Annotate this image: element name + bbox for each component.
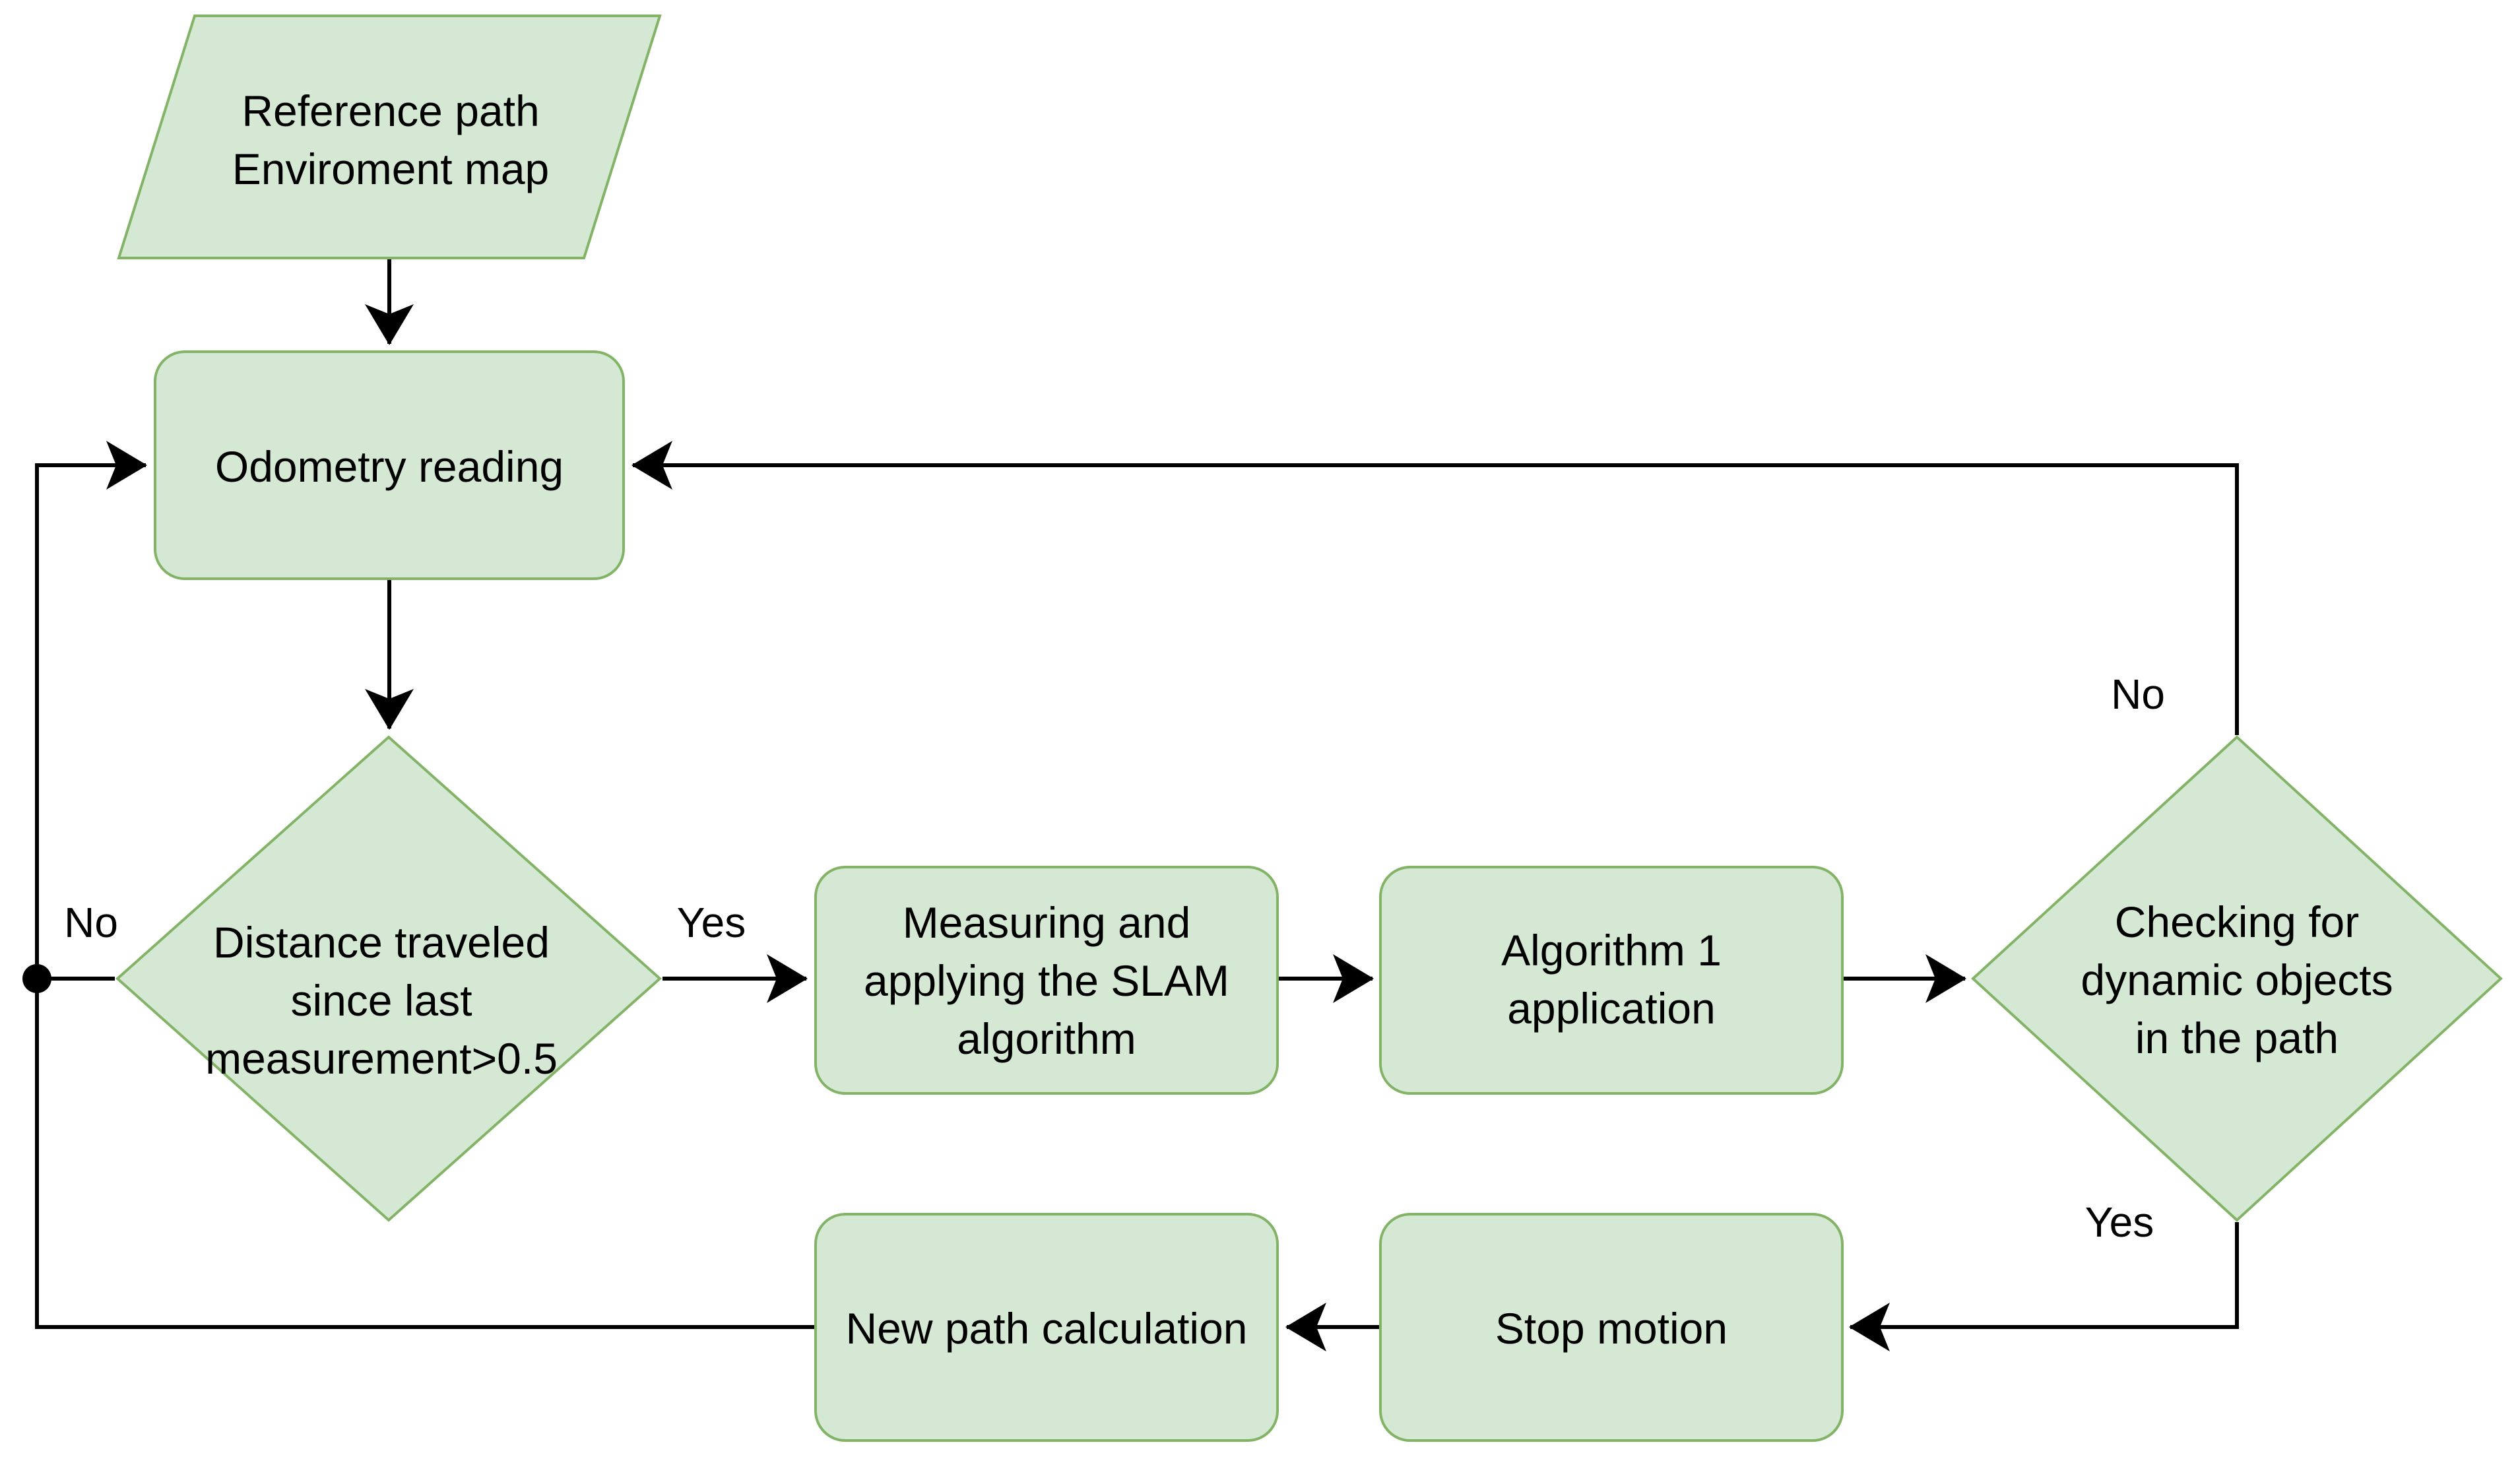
node-new-path: New path calculation [814, 1213, 1279, 1442]
rounded-rect-shape [814, 1213, 1279, 1442]
node-distance-check-line-3: measurement>0.5 [205, 1034, 558, 1083]
edge-label-dynamic-yes: Yes [2085, 1198, 2154, 1246]
edge-label-dynamic-no: No [2111, 670, 2165, 718]
node-slam-line-1: Measuring and [903, 898, 1191, 947]
node-dynamic-check-line-1: Checking for [2115, 897, 2360, 946]
junction-dot [22, 964, 51, 993]
node-input-line-2: Enviroment map [232, 145, 550, 193]
node-stop-motion: Stop motion [1379, 1213, 1844, 1442]
node-distance-check-line-2: since last [290, 976, 472, 1025]
node-input-line-1: Reference path [242, 86, 539, 135]
parallelogram-shape [117, 15, 662, 259]
diamond-shape [1971, 735, 2503, 1222]
node-dynamic-check-line-3: in the path [2135, 1014, 2339, 1062]
diamond-shape [115, 735, 662, 1222]
rounded-rect-shape [1379, 866, 1844, 1095]
edge-dynamic-yes-to-stop-motion [1849, 1222, 2239, 1351]
edge-label-distance-yes: Yes [677, 899, 746, 946]
node-slam-line-3: algorithm [957, 1014, 1136, 1063]
node-stop-motion-line-1: Stop motion [1495, 1304, 1728, 1353]
rounded-rect-shape [1379, 1213, 1844, 1442]
node-dynamic-check: Checking for dynamic objects in the path [1971, 735, 2503, 1222]
rounded-rect-shape [154, 350, 625, 580]
edge-label-layer: No Yes No Yes [64, 670, 2165, 1246]
node-odometry-line-1: Odometry reading [215, 442, 564, 491]
edge-dynamic-no-to-odometry [631, 441, 2239, 735]
node-distance-check-line-1: Distance traveled [213, 918, 550, 967]
node-algorithm1: Algorithm 1 application [1379, 866, 1844, 1095]
node-odometry: Odometry reading [154, 350, 625, 580]
node-algorithm1-line-2: application [1507, 984, 1716, 1033]
node-algorithm1-line-1: Algorithm 1 [1501, 926, 1722, 975]
node-slam: Measuring and applying the SLAM algorith… [814, 866, 1279, 1095]
edge-layer [22, 259, 2239, 1351]
rounded-rect-shape [814, 866, 1279, 1095]
node-new-path-line-1: New path calculation [845, 1304, 1247, 1353]
node-dynamic-check-line-2: dynamic objects [2081, 956, 2393, 1004]
node-input: Reference path Enviroment map [117, 15, 662, 259]
node-distance-check: Distance traveled since last measurement… [115, 735, 662, 1222]
node-slam-line-2: applying the SLAM [864, 956, 1229, 1005]
edge-new-path-to-odometry [35, 441, 814, 1329]
edge-label-distance-no: No [64, 899, 118, 946]
